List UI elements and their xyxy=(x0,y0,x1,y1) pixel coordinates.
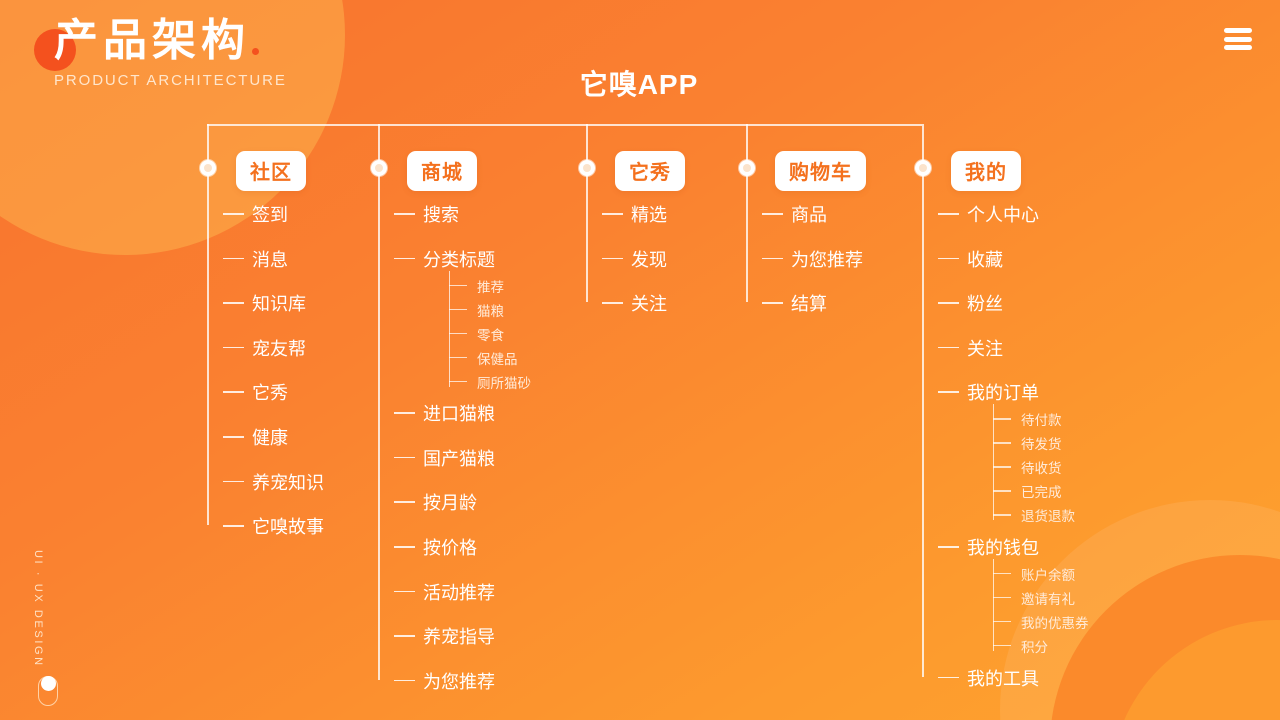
tree-subitem-label: 待收货 xyxy=(1021,461,1062,477)
tree-item-label: 消息 xyxy=(252,249,288,270)
tree-item-label: 宠友帮 xyxy=(252,338,306,359)
tree-subitem-label: 待付款 xyxy=(1021,413,1062,429)
tree-subitem-label: 已完成 xyxy=(1021,485,1062,501)
tree-item-label: 为您推荐 xyxy=(423,671,495,692)
tree-subitem-label: 猫粮 xyxy=(477,303,504,319)
tree-item-label: 按月龄 xyxy=(423,493,477,514)
tree-item-label: 收藏 xyxy=(967,249,1003,270)
tree-column-spine xyxy=(922,124,924,677)
tree-item-label: 健康 xyxy=(252,428,288,448)
tree-subitem-spine xyxy=(449,270,451,387)
tree-item-label: 结算 xyxy=(791,294,827,315)
tree-node-dot-icon xyxy=(578,160,595,176)
tree-subitem-label: 邀请有礼 xyxy=(1021,592,1075,607)
tree-column-spine xyxy=(586,124,588,303)
tree-item-label: 关注 xyxy=(631,294,667,315)
tree-column-heading[interactable]: 社区 xyxy=(236,151,306,191)
tree-subitem-label: 推荐 xyxy=(477,279,504,295)
tree-subitem-label: 厕所猫砂 xyxy=(477,375,531,391)
tree-subitem-spine xyxy=(993,404,995,521)
tree-column-spine xyxy=(746,124,748,303)
tree-item-label: 我的工具 xyxy=(967,668,1039,689)
tree-item-label: 我的订单 xyxy=(967,383,1039,404)
tree-column-heading[interactable]: 商城 xyxy=(407,151,477,191)
hamburger-menu-icon[interactable] xyxy=(1224,28,1252,50)
tree-item-label: 我的钱包 xyxy=(967,538,1039,558)
tree-column-heading[interactable]: 它秀 xyxy=(615,151,685,191)
tree-subitem-spine xyxy=(993,559,995,651)
tree-top-connector-bar xyxy=(207,124,922,126)
tree-column-heading[interactable]: 我的 xyxy=(951,151,1021,191)
hamburger-line-1 xyxy=(1224,28,1252,33)
tree-item-label: 发现 xyxy=(631,249,667,270)
page-title: 它嗅APP xyxy=(0,63,1280,103)
tree-item-label: 进口猫粮 xyxy=(423,404,495,425)
page-title-text: 它嗅APP xyxy=(579,69,699,100)
tree-item-label: 商品 xyxy=(791,205,827,225)
tree-subitem-label: 积分 xyxy=(1021,640,1048,655)
hamburger-line-3 xyxy=(1224,45,1252,50)
tree-item-label: 关注 xyxy=(967,338,1003,359)
tree-node-dot-icon xyxy=(370,160,387,176)
tree-subitem-label: 零食 xyxy=(477,327,504,343)
tree-item-label: 它秀 xyxy=(252,383,288,404)
tree-item-label: 按价格 xyxy=(423,538,477,558)
tree-column-spine xyxy=(378,124,380,680)
tree-item-label: 养宠指导 xyxy=(423,627,495,648)
side-vertical-label: UI · UX DESIGN xyxy=(32,550,44,668)
side-marker-icon xyxy=(38,676,58,706)
tree-node-dot-icon xyxy=(199,160,216,176)
tree-item-label: 养宠知识 xyxy=(252,472,324,493)
tree-item-label: 分类标题 xyxy=(423,249,495,270)
tree-item-list: 商品为您推荐结算 xyxy=(746,202,1006,336)
tree-item-label: 粉丝 xyxy=(967,294,1003,315)
tree-subitem-label: 我的优惠券 xyxy=(1021,616,1089,631)
tree-column-spine xyxy=(207,124,209,526)
tree-column-heading[interactable]: 购物车 xyxy=(775,151,866,191)
tree-item-label: 为您推荐 xyxy=(791,249,863,270)
hamburger-line-2 xyxy=(1224,36,1252,42)
tree-item-label: 活动推荐 xyxy=(423,582,495,603)
tree-item-label: 签到 xyxy=(252,205,288,225)
tree-item-list: 个人中心收藏粉丝关注我的订单待付款待发货待收货已完成退货退款我的钱包账户余额邀请… xyxy=(922,202,1182,710)
tree-subitem-label: 退货退款 xyxy=(1021,509,1075,525)
tree-item-list: 签到消息知识库宠友帮它秀健康养宠知识它嗅故事 xyxy=(207,202,467,559)
tree-item-list: 精选发现关注 xyxy=(586,202,846,336)
tree-node-dot-icon xyxy=(738,160,755,176)
brand-title-period-icon xyxy=(252,48,259,55)
tree-node-dot-icon xyxy=(914,160,931,176)
tree-subitem-label: 保健品 xyxy=(477,351,518,367)
brand-subtitle: PRODUCT ARCHITECTURE xyxy=(54,72,287,90)
tree-item-label: 搜索 xyxy=(423,205,459,225)
tree-item-list: 搜索分类标题推荐猫粮零食保健品厕所猫砂进口猫粮国产猫粮按月龄按价格活动推荐养宠指… xyxy=(378,202,638,713)
tree-subitem-label: 待发货 xyxy=(1021,437,1062,453)
brand-title-text: 产品架构 xyxy=(54,16,250,65)
tree-item-label: 知识库 xyxy=(252,294,306,315)
brand-title: 产品架构 xyxy=(54,16,287,65)
tree-subitem-label: 账户余额 xyxy=(1021,568,1075,583)
tree-item-label: 国产猫粮 xyxy=(423,448,495,469)
tree-item-label: 个人中心 xyxy=(967,205,1039,225)
tree-item-label: 精选 xyxy=(631,205,667,225)
brand-block: 产品架构 PRODUCT ARCHITECTURE xyxy=(54,16,287,90)
tree-item-label: 它嗅故事 xyxy=(252,517,324,538)
